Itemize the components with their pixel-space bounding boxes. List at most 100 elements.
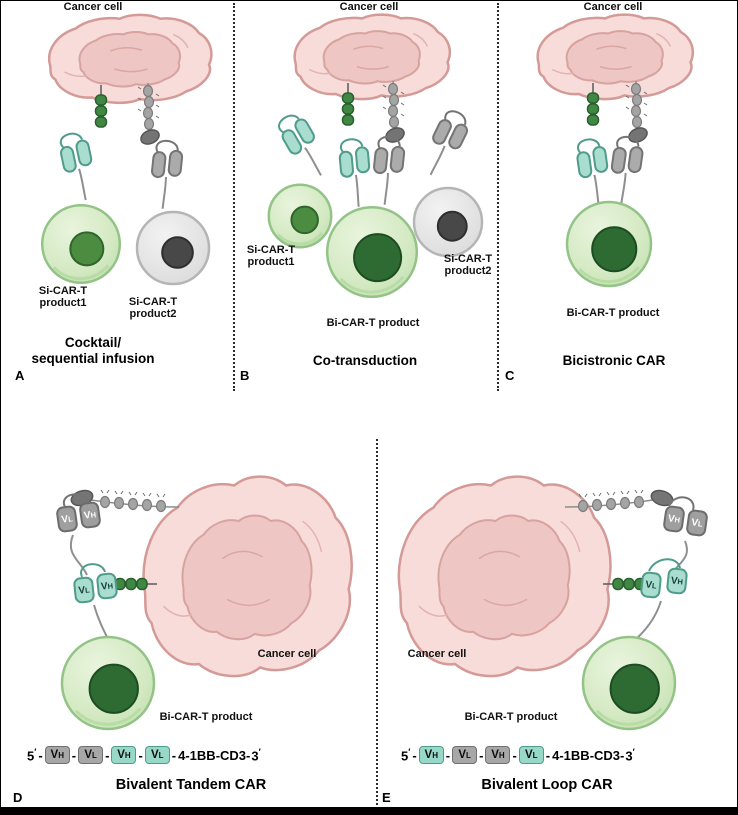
domain-subscript: L [84, 584, 91, 595]
label-line: Si-CAR-T [38, 285, 88, 297]
seq-dash: - [171, 747, 177, 763]
prime-mark: ′ [34, 746, 37, 757]
bi-car-t-cell-c [565, 200, 653, 288]
receptor-linker-line-d [69, 534, 88, 576]
bi-car-t-cell-b [325, 205, 419, 299]
si-car-t-product2-label-b: Si-CAR-T product2 [443, 253, 493, 277]
five-prime-label: 5′ [27, 747, 36, 763]
car-receptor-gray-float-b [416, 106, 474, 182]
seq-dash: - [105, 747, 110, 763]
receptor-stalk-e [635, 600, 662, 640]
domain-letter: V [117, 749, 125, 761]
panel-separator-ab [233, 3, 235, 391]
cancer-cell-label-c: Cancer cell [583, 1, 643, 13]
domain-subscript: H [124, 750, 131, 760]
prime-mark: ′ [258, 746, 261, 757]
domain-letter: V [458, 749, 466, 761]
domain-letter: V [525, 749, 533, 761]
seq-text: 5 [27, 748, 35, 764]
cancer-cell-label-e: Cancer cell [407, 648, 467, 660]
prime-mark: ′ [408, 746, 411, 757]
bi-car-t-cell-d [60, 635, 156, 731]
domain-letter: V [151, 749, 159, 761]
bi-car-t-product-label-e: Bi-CAR-T product [464, 711, 558, 723]
scfv-linker-loop-gray-e [668, 496, 695, 511]
domain-subscript: H [432, 750, 438, 760]
title-line: sequential infusion [31, 350, 155, 366]
cancer-cell-illustration-c [536, 13, 694, 101]
domain-subscript: H [89, 509, 97, 520]
domain-letter: V [84, 749, 92, 761]
seq-dash: - [479, 747, 484, 763]
domain-letter: V [424, 749, 433, 761]
domain-subscript: L [158, 750, 164, 760]
domain-subscript: L [465, 750, 471, 760]
seq-dash: - [445, 747, 451, 763]
si-car-t-product1-label-a: Si-CAR-T product1 [38, 285, 88, 309]
seq-dash: - [138, 747, 143, 763]
si-car-t-product2-label-a: Si-CAR-T product2 [129, 296, 177, 320]
bi-car-t-product-label-c: Bi-CAR-T product [566, 307, 660, 319]
label-line: product1 [39, 296, 87, 309]
domain-letter: V [491, 749, 499, 761]
panel-letter-a: A [15, 368, 25, 383]
seq-text: 5 [401, 748, 409, 764]
panel-title-a: Cocktail/ sequential infusion [31, 335, 154, 366]
panel-separator-de [376, 439, 378, 805]
scfv-linker-loop-teal-d [80, 563, 106, 578]
panel-title-d: Bivalent Tandem CAR [115, 777, 267, 793]
panel-letter-b: B [240, 368, 250, 383]
car-receptor-gray-c [605, 134, 646, 208]
panel-letter-e: E [382, 790, 391, 805]
car-receptor-teal-b [337, 136, 374, 210]
label-line: Si-CAR-T [443, 253, 493, 265]
seq-dash: - [412, 747, 417, 763]
cancer-cell-label-d: Cancer cell [257, 648, 317, 660]
car-receptor-teal-a [56, 129, 101, 205]
domain-subscript: H [58, 750, 64, 760]
three-prime-label: 3′ [625, 747, 634, 763]
domain-subscript: L [697, 518, 704, 529]
bi-car-t-product-label-d: Bi-CAR-T product [159, 711, 253, 723]
car-receptor-gray-b [369, 134, 407, 208]
cancer-cell-illustration-a [48, 13, 213, 104]
label-line: product2 [129, 307, 177, 320]
seq-text: 3 [251, 748, 259, 764]
prime-mark: ′ [632, 746, 635, 757]
domain-subscript: L [91, 750, 97, 760]
domain-subscript: H [107, 580, 114, 591]
label-line: Si-CAR-T [246, 244, 296, 256]
scfv-linker-loop-teal-e [648, 558, 681, 572]
domain-subscript: L [651, 580, 658, 591]
cancer-cell-illustration-b [293, 13, 451, 101]
panel-letter-d: D [13, 790, 23, 805]
panel-title-e: Bivalent Loop CAR [481, 777, 613, 793]
seq-text: 3 [625, 748, 633, 764]
panel-title-b: Co-transduction [312, 353, 418, 368]
car-receptor-teal-c [574, 136, 614, 210]
seq-dash: - [38, 747, 43, 763]
bottom-border-bar [1, 807, 737, 814]
panel-separator-bc [497, 3, 499, 391]
domain-subscript: L [67, 513, 74, 524]
cancer-cell-label-a: Cancer cell [63, 1, 123, 13]
costim-cd3-label: 4-1BB-CD3- [552, 747, 625, 763]
domain-subscript: L [532, 750, 538, 760]
